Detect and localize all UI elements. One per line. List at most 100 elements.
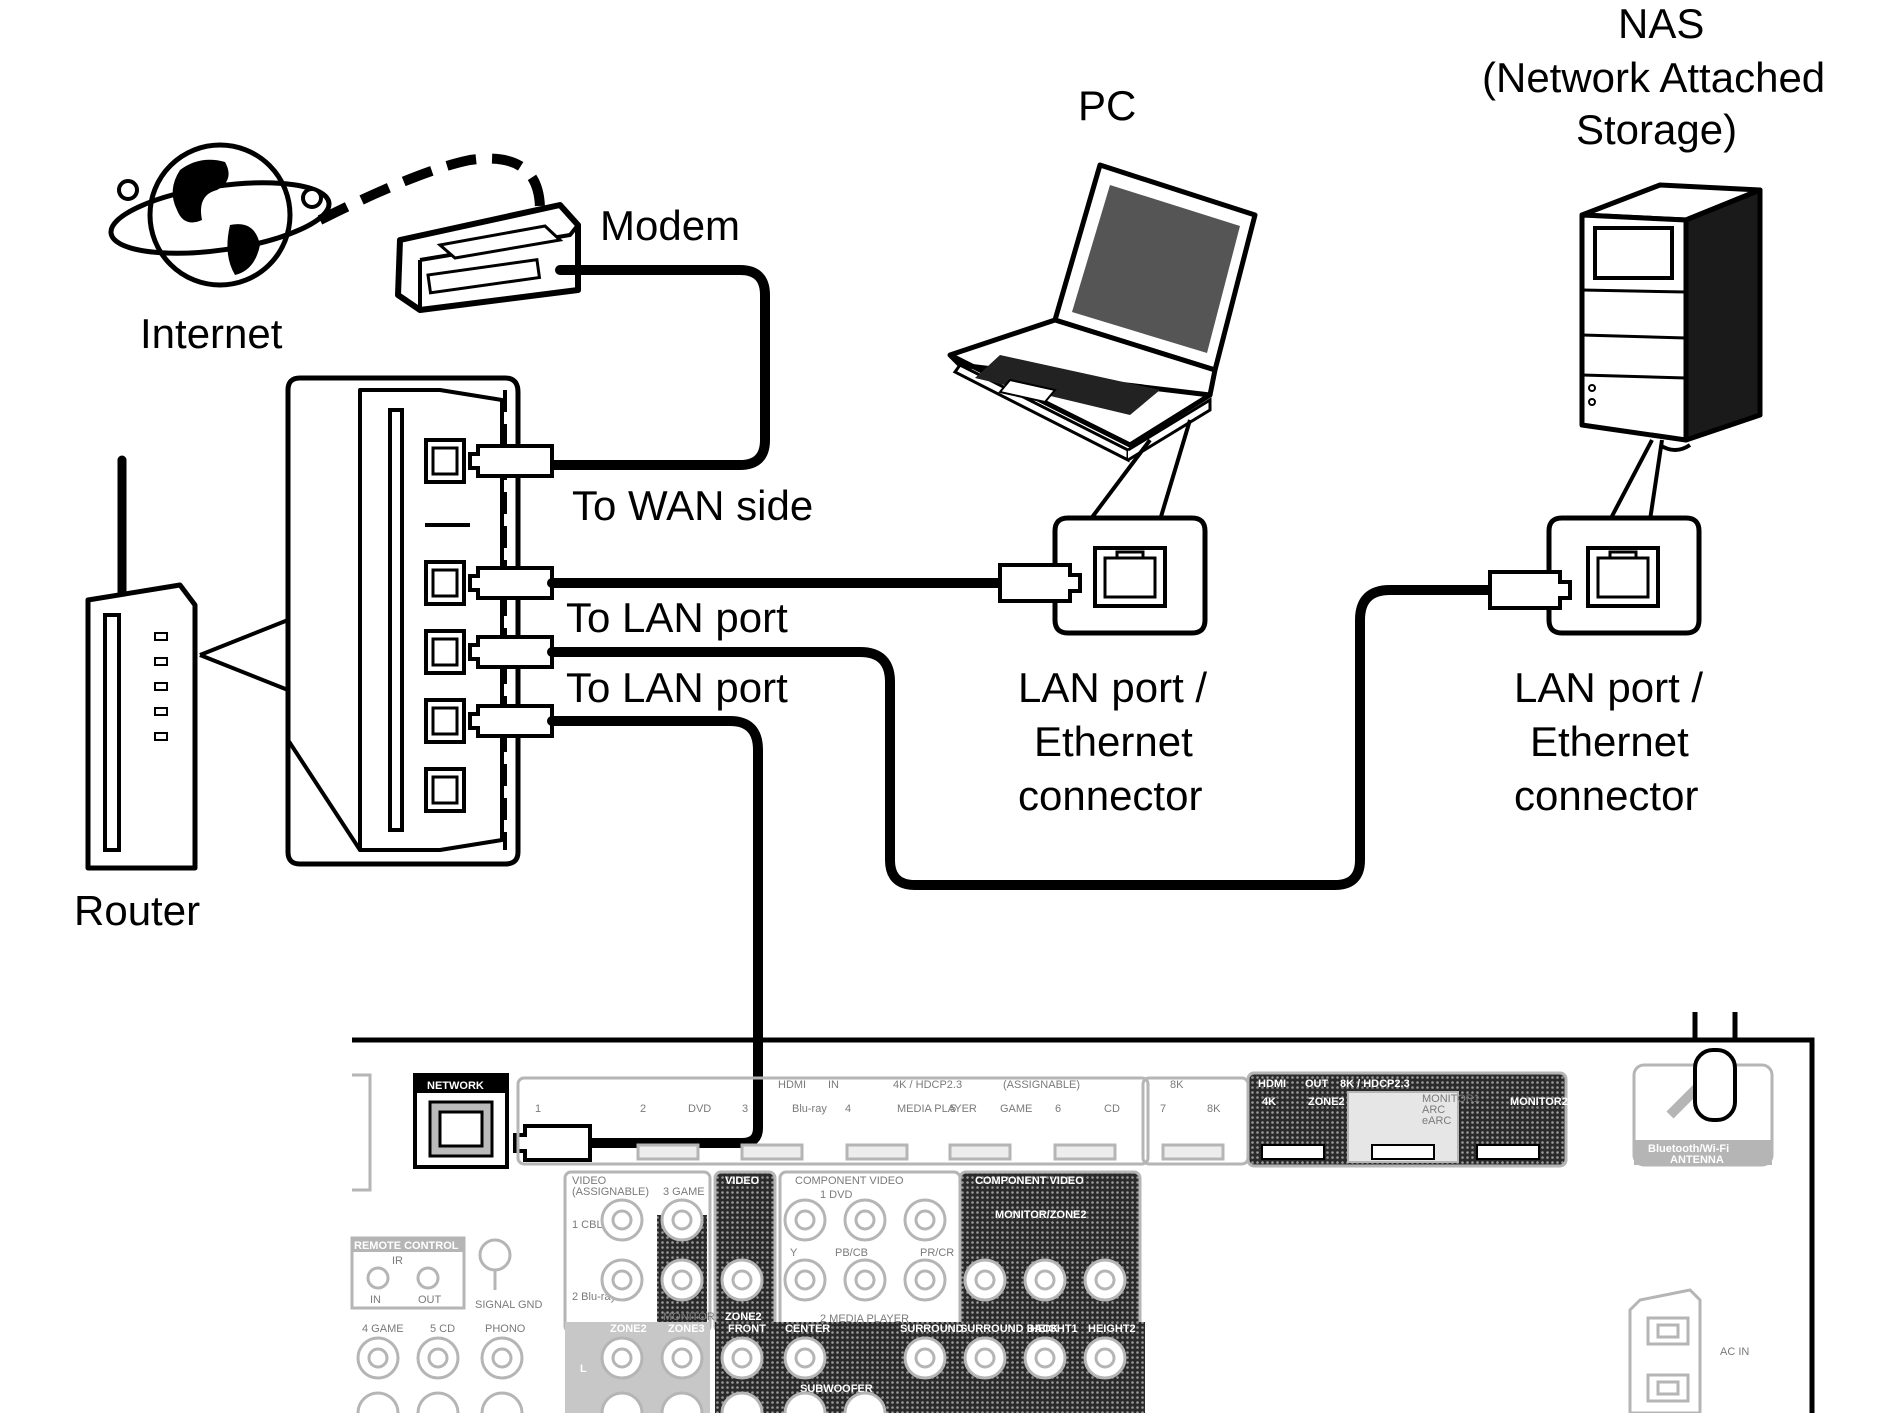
monitor-zone2-label: MONITOR/ZONE2 <box>995 1209 1086 1221</box>
ac-inlet <box>1628 1288 1702 1415</box>
phono-label: PHONO <box>485 1323 526 1335</box>
nas-port-label-3: connector <box>1514 772 1698 819</box>
to-lan-label-2: To LAN port <box>566 664 788 711</box>
ir-label: IR <box>392 1255 403 1267</box>
out-monitor1-label: MONITOR1 <box>1422 1093 1480 1105</box>
comp-pb-label: PB/CB <box>835 1247 868 1259</box>
hdmi-input-6: 6 <box>1055 1103 1061 1115</box>
router-lan-port-1 <box>424 560 466 606</box>
router-lan-port-3 <box>424 698 466 744</box>
remote-control-label: REMOTE CONTROL <box>354 1240 459 1252</box>
lan-plug-2 <box>468 635 554 669</box>
game4-label: 4 GAME <box>362 1323 404 1335</box>
hdmi-out-label: HDMI <box>1258 1078 1286 1090</box>
receiver-network-port: NETWORK <box>413 1073 509 1169</box>
hdmi-in-ports <box>636 1143 1225 1161</box>
internet-globe-icon <box>108 142 332 288</box>
hdmi-input-4: 4 <box>845 1103 851 1115</box>
nas-label-2: (Network Attached <box>1482 54 1825 101</box>
front-label: FRONT <box>728 1323 766 1335</box>
modem-label: Modem <box>600 202 740 249</box>
hdmi-input-7: 7 <box>1160 1103 1166 1115</box>
router-icon <box>85 455 289 871</box>
comp-out-label: COMPONENT VIDEO <box>975 1175 1084 1187</box>
hdmi-input-1: 1 <box>535 1103 541 1115</box>
out-monitor2-label: MONITOR2 <box>1510 1096 1568 1108</box>
wan-plug <box>468 444 554 478</box>
hdmi-input-game: GAME <box>1000 1103 1032 1115</box>
ac-in-label: AC IN <box>1720 1346 1749 1358</box>
audio-l-label: L <box>580 1363 587 1375</box>
out-4k-label: 4K <box>1262 1096 1276 1108</box>
nas-tower-icon <box>1579 182 1763 521</box>
router-back-panel <box>285 375 554 867</box>
pc-lan-port <box>998 515 1208 636</box>
hdmi-input-dvd: DVD <box>688 1103 711 1115</box>
hdmi-input-2: 2 <box>640 1103 646 1115</box>
pc-label: PC <box>1078 82 1136 129</box>
antenna-label-1: Bluetooth/Wi-Fi <box>1648 1143 1729 1155</box>
hdmi-input-8k: 8K <box>1207 1103 1221 1115</box>
nas-plug <box>1488 570 1572 610</box>
out-zone2-label: ZONE2 <box>1308 1096 1345 1108</box>
pc-plug <box>998 563 1082 603</box>
ir-out-label: OUT <box>418 1294 442 1306</box>
network-label: NETWORK <box>427 1080 484 1092</box>
nas-lan-port <box>1488 515 1702 636</box>
pc-port-label-2: Ethernet <box>1034 718 1193 765</box>
hdmi-input-media: MEDIA PLAYER <box>897 1103 977 1115</box>
modem-icon <box>395 202 581 313</box>
zone2-video-label: ZONE2 <box>725 1311 762 1323</box>
monitor-label: MONITOR <box>663 1311 715 1323</box>
signal-gnd-label: SIGNAL GND <box>475 1299 542 1311</box>
bluray2-label: 2 Blu-ray <box>572 1291 617 1303</box>
pc-port-label-1: LAN port / <box>1018 664 1207 711</box>
game3-label: 3 GAME <box>663 1186 705 1198</box>
height2-label: HEIGHT2 <box>1088 1323 1136 1335</box>
out-arc-label: ARC <box>1422 1104 1445 1116</box>
comp-y-label: Y <box>790 1247 798 1259</box>
av-receiver-back-panel: NETWORK HDMI IN 4K / HDCP2.3 (ASSIGNABLE… <box>350 1012 1815 1418</box>
comp-in-label: COMPONENT VIDEO <box>795 1175 904 1187</box>
router-lan-port-4 <box>424 767 466 813</box>
lan-plug-3 <box>468 704 554 738</box>
hdmi-input-3: 3 <box>742 1103 748 1115</box>
to-lan-label-1: To LAN port <box>566 594 788 641</box>
receiver-cable <box>547 716 763 1148</box>
lan-plug-1 <box>468 566 554 600</box>
nas-port-label-1: LAN port / <box>1514 664 1703 711</box>
dvd1-label: 1 DVD <box>820 1189 852 1201</box>
wan-cable <box>547 265 770 470</box>
pc-laptop-icon <box>947 162 1258 522</box>
receiver-plug <box>513 1124 592 1162</box>
router-lan-port-2 <box>424 629 466 675</box>
nas-label-1: NAS <box>1618 0 1704 47</box>
surround-back-label: SURROUND BACK <box>960 1323 1058 1335</box>
video-assignable-label: (ASSIGNABLE) <box>572 1186 649 1198</box>
rca-jacks-row1 <box>600 1198 1127 1302</box>
video-in-label: VIDEO <box>572 1175 607 1187</box>
to-wan-label: To WAN side <box>572 482 813 529</box>
hdmi-input-5: 5 <box>950 1103 956 1115</box>
subwoofer-label: SUBWOOFER <box>800 1383 873 1395</box>
nas-label-3: Storage) <box>1576 106 1737 153</box>
hdmi-input-bluray: Blu-ray <box>792 1103 827 1115</box>
video-out-label: VIDEO <box>725 1175 760 1187</box>
hdmi-in-tag: IN <box>828 1079 839 1091</box>
hdmi-in-label: HDMI <box>778 1079 806 1091</box>
router-label: Router <box>74 887 200 934</box>
internet-label: Internet <box>140 310 283 357</box>
height1-label: HEIGHT1 <box>1030 1323 1078 1335</box>
pc-port-label-3: connector <box>1018 772 1202 819</box>
hdcp-label: 4K / HDCP2.3 <box>893 1079 962 1091</box>
ir-in-label: IN <box>370 1294 381 1306</box>
zone2-audio-label: ZONE2 <box>610 1323 647 1335</box>
assignable-label: (ASSIGNABLE) <box>1003 1079 1080 1091</box>
hdcp-out-label: 8K / HDCP2.3 <box>1340 1078 1410 1090</box>
internet-link <box>317 153 545 225</box>
center-label: CENTER <box>785 1323 830 1335</box>
out-earc-label: eARC <box>1422 1115 1451 1127</box>
hdmi-out-tag: OUT <box>1305 1078 1329 1090</box>
